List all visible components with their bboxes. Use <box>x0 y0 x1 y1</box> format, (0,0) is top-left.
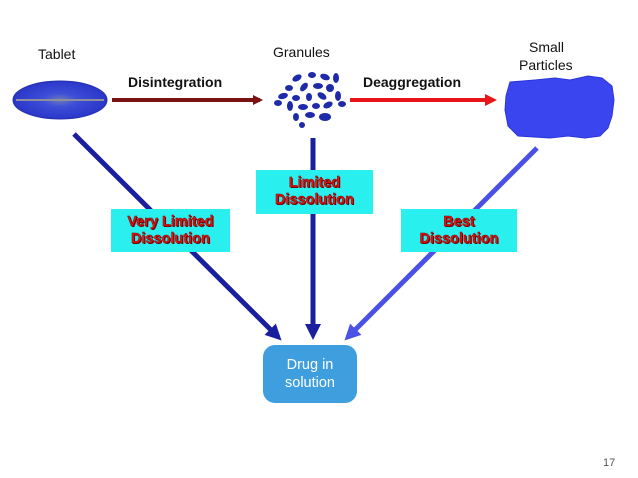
best-dissolution-line2: Dissolution <box>419 230 499 247</box>
very-limited-dissolution-box: Very Limited Dissolution <box>111 209 230 252</box>
limited-dissolution-box: Limited Dissolution <box>256 170 373 214</box>
limited-dissolution-line2: Dissolution <box>275 192 354 208</box>
small-particles-label-line2: Particles <box>519 57 573 73</box>
drug-in-solution-box: Drug in solution <box>263 345 357 403</box>
drug-in-solution-line2: solution <box>285 375 335 391</box>
very-limited-dissolution-line2: Dissolution <box>131 230 210 247</box>
page-number: 17 <box>603 457 616 469</box>
limited-dissolution-line1: Limited <box>288 175 341 191</box>
granules-shape <box>274 72 346 128</box>
disintegration-label: Disintegration <box>128 74 223 90</box>
best-dissolution-box: Best Dissolution <box>401 209 517 252</box>
very-limited-dissolution-line1: Very Limited <box>127 213 214 230</box>
tablet-label: Tablet <box>38 46 76 62</box>
deaggregation-label: Deaggregation <box>363 74 462 90</box>
granules-label: Granules <box>273 44 330 60</box>
small-particles-label-line1: Small <box>529 39 565 55</box>
small-particles-shape <box>504 75 615 139</box>
best-dissolution-line1: Best <box>443 213 475 230</box>
drug-in-solution-line1: Drug in <box>286 357 334 373</box>
